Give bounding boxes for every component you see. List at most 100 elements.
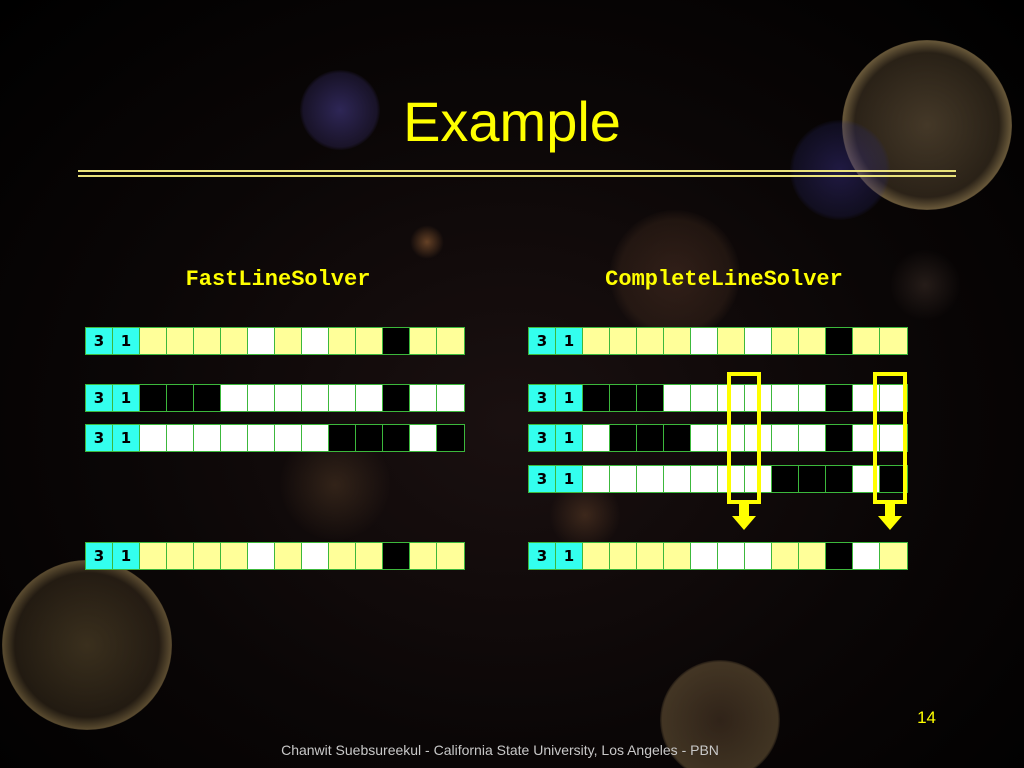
empty-cell	[718, 466, 745, 492]
bokeh-light	[2, 560, 172, 730]
clue-cell: 3	[529, 385, 556, 411]
empty-cell	[799, 385, 826, 411]
empty-cell	[664, 385, 691, 411]
empty-cell	[853, 543, 880, 569]
empty-cell	[437, 385, 464, 411]
empty-cell	[221, 385, 248, 411]
column-highlight	[873, 372, 907, 504]
filled-cell	[140, 385, 167, 411]
filled-cell	[826, 385, 853, 411]
unknown-cell	[853, 328, 880, 354]
unknown-cell	[356, 543, 383, 569]
bokeh-light	[410, 225, 444, 259]
clue-cell: 1	[556, 466, 583, 492]
title-divider	[78, 170, 956, 177]
empty-cell	[583, 425, 610, 451]
empty-cell	[410, 385, 437, 411]
empty-cell	[167, 425, 194, 451]
filled-cell	[664, 425, 691, 451]
unknown-cell	[194, 543, 221, 569]
unknown-cell	[799, 328, 826, 354]
unknown-cell	[772, 328, 799, 354]
empty-cell	[880, 385, 907, 411]
unknown-cell	[772, 543, 799, 569]
filled-cell	[610, 385, 637, 411]
empty-cell	[356, 385, 383, 411]
empty-cell	[248, 385, 275, 411]
filled-cell	[383, 425, 410, 451]
clue-cell: 3	[529, 328, 556, 354]
clue-cell: 3	[529, 425, 556, 451]
filled-cell	[637, 425, 664, 451]
empty-cell	[248, 543, 275, 569]
clue-cell: 1	[113, 328, 140, 354]
empty-cell	[745, 543, 772, 569]
unknown-cell	[410, 328, 437, 354]
unknown-cell	[610, 328, 637, 354]
unknown-cell	[356, 328, 383, 354]
unknown-cell	[610, 543, 637, 569]
empty-cell	[718, 543, 745, 569]
unknown-cell	[880, 328, 907, 354]
filled-cell	[799, 466, 826, 492]
unknown-cell	[583, 328, 610, 354]
unknown-cell	[167, 328, 194, 354]
clue-cell: 1	[556, 385, 583, 411]
empty-cell	[583, 466, 610, 492]
filled-cell	[356, 425, 383, 451]
down-arrow-icon	[732, 504, 756, 530]
filled-cell	[880, 466, 907, 492]
empty-cell	[329, 385, 356, 411]
empty-cell	[275, 385, 302, 411]
unknown-cell	[799, 543, 826, 569]
empty-cell	[745, 328, 772, 354]
empty-cell	[799, 425, 826, 451]
clue-cell: 3	[86, 328, 113, 354]
unknown-cell	[583, 543, 610, 569]
filled-cell	[583, 385, 610, 411]
filled-cell	[383, 385, 410, 411]
filled-cell	[383, 328, 410, 354]
filled-cell	[826, 425, 853, 451]
filled-cell	[610, 425, 637, 451]
empty-cell	[248, 425, 275, 451]
unknown-cell	[167, 543, 194, 569]
unknown-cell	[437, 543, 464, 569]
empty-cell	[637, 466, 664, 492]
unknown-cell	[140, 328, 167, 354]
filled-cell	[826, 543, 853, 569]
fast-line-solver-heading: FastLineSolver	[185, 267, 371, 292]
empty-cell	[772, 425, 799, 451]
empty-cell	[718, 385, 745, 411]
complete-line-solver-heading: CompleteLineSolver	[605, 267, 843, 292]
filled-cell	[194, 385, 221, 411]
down-arrow-icon	[878, 504, 902, 530]
empty-cell	[691, 385, 718, 411]
clue-cell: 1	[556, 328, 583, 354]
empty-cell	[691, 425, 718, 451]
empty-cell	[691, 543, 718, 569]
clue-cell: 1	[556, 425, 583, 451]
empty-cell	[610, 466, 637, 492]
filled-cell	[772, 466, 799, 492]
unknown-cell	[718, 328, 745, 354]
clue-cell: 1	[113, 385, 140, 411]
unknown-cell	[437, 328, 464, 354]
clue-cell: 1	[113, 543, 140, 569]
empty-cell	[691, 466, 718, 492]
empty-cell	[691, 328, 718, 354]
empty-cell	[302, 543, 329, 569]
filled-cell	[437, 425, 464, 451]
filled-cell	[826, 466, 853, 492]
unknown-cell	[410, 543, 437, 569]
empty-cell	[410, 425, 437, 451]
filled-cell	[167, 385, 194, 411]
empty-cell	[718, 425, 745, 451]
